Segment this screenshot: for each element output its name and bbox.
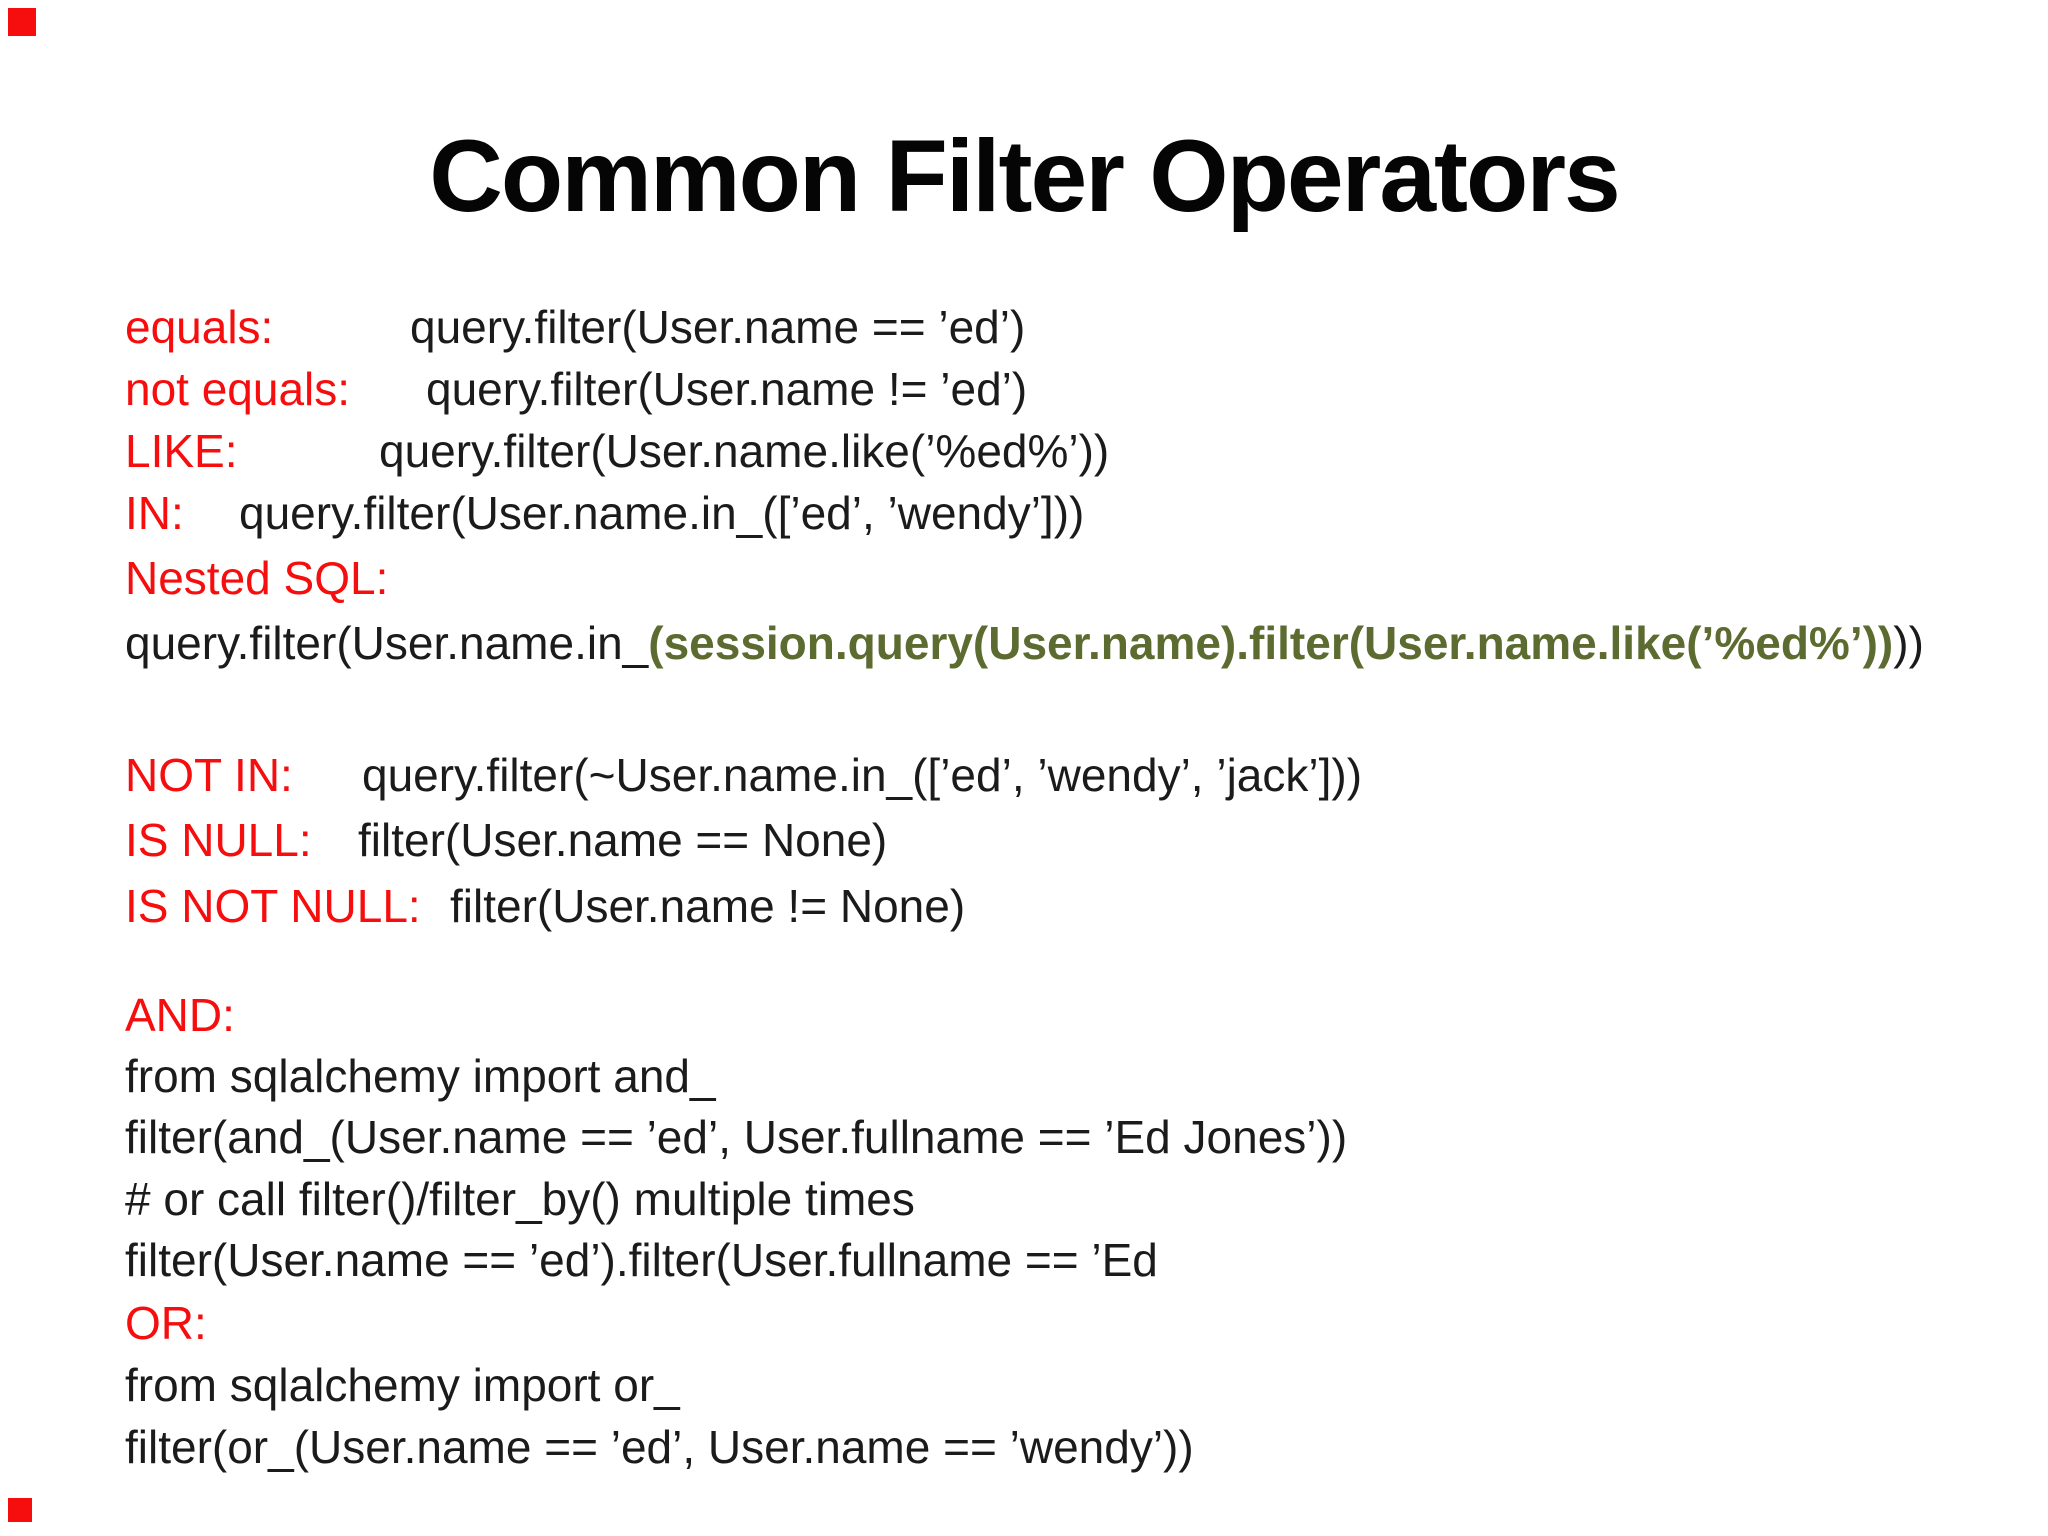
operator-label-is-not-null: IS NOT NULL: xyxy=(125,880,421,932)
code-line-is-null: IS NULL: filter(User.name == None) xyxy=(125,809,2048,871)
code-text: filter(User.name == None) xyxy=(358,814,888,866)
code-text: query.filter(User.name.in_([’ed’, ’wendy… xyxy=(239,487,1085,539)
code-text: filter(and_(User.name == ’ed’, User.full… xyxy=(125,1111,1348,1163)
code-line-comment: # or call filter()/filter_by() multiple … xyxy=(125,1168,2048,1230)
operator-label-or: OR: xyxy=(125,1297,207,1349)
code-line-equals: equals: query.filter(User.name == ’ed’) xyxy=(125,296,2048,358)
code-line-not-equals: not equals: query.filter(User.name != ’e… xyxy=(125,358,2048,420)
code-line-like: LIKE: query.filter(User.name.like(’%ed%’… xyxy=(125,420,2048,482)
code-line-chained-filter: filter(User.name == ’ed’).filter(User.fu… xyxy=(125,1229,2048,1291)
code-comment-text: # or call filter()/filter_by() multiple … xyxy=(125,1173,915,1225)
code-line-import-or: from sqlalchemy import or_ xyxy=(125,1354,2048,1416)
code-text: query.filter(User.name == ’ed’) xyxy=(410,301,1026,353)
code-line-filter-and: filter(and_(User.name == ’ed’, User.full… xyxy=(125,1106,2048,1168)
code-line-and-label: AND: xyxy=(125,984,2048,1046)
code-line-nested-sql: query.filter(User.name.in_(session.query… xyxy=(125,612,2048,674)
code-line-not-in: NOT IN: query.filter(~User.name.in_([’ed… xyxy=(125,744,2048,806)
code-text: query.filter(~User.name.in_([’ed’, ’wend… xyxy=(362,749,1363,801)
code-line-filter-or: filter(or_(User.name == ’ed’, User.name … xyxy=(125,1416,2048,1478)
code-text: query.filter(User.name != ’ed’) xyxy=(426,363,1028,415)
operator-label-like: LIKE: xyxy=(125,425,238,477)
code-line-or-label: OR: xyxy=(125,1292,2048,1354)
code-text: query.filter(User.name.in_ xyxy=(125,617,649,669)
nested-query-highlight: (session.query(User.name).filter(User.na… xyxy=(648,617,1894,669)
code-text: from sqlalchemy import and_ xyxy=(125,1050,716,1102)
code-text: query.filter(User.name.like(’%ed%’)) xyxy=(379,425,1110,477)
operator-label-and: AND: xyxy=(125,989,235,1041)
operator-label-not-equals: not equals: xyxy=(125,363,351,415)
operator-label-not-in: NOT IN: xyxy=(125,749,293,801)
code-text: filter(User.name != None) xyxy=(450,880,966,932)
red-corner-marker-bottom-left xyxy=(8,1498,32,1522)
operator-label-in: IN: xyxy=(125,487,184,539)
operator-label-equals: equals: xyxy=(125,301,274,353)
slide-title: Common Filter Operators xyxy=(429,119,1621,233)
code-line-is-not-null: IS NOT NULL: filter(User.name != None) xyxy=(125,875,2048,937)
red-corner-marker-top-left xyxy=(8,8,36,36)
code-text: filter(User.name == ’ed’).filter(User.fu… xyxy=(125,1234,1158,1286)
code-line-nested-sql-label: Nested SQL: xyxy=(125,547,2048,609)
code-text: from sqlalchemy import or_ xyxy=(125,1359,680,1411)
code-line-in: IN: query.filter(User.name.in_([’ed’, ’w… xyxy=(125,482,2048,544)
code-text: )) xyxy=(1893,617,1924,669)
code-text: filter(or_(User.name == ’ed’, User.name … xyxy=(125,1421,1194,1473)
operator-label-is-null: IS NULL: xyxy=(125,814,312,866)
operator-label-nested-sql: Nested SQL: xyxy=(125,552,389,604)
code-line-import-and: from sqlalchemy import and_ xyxy=(125,1045,2048,1107)
